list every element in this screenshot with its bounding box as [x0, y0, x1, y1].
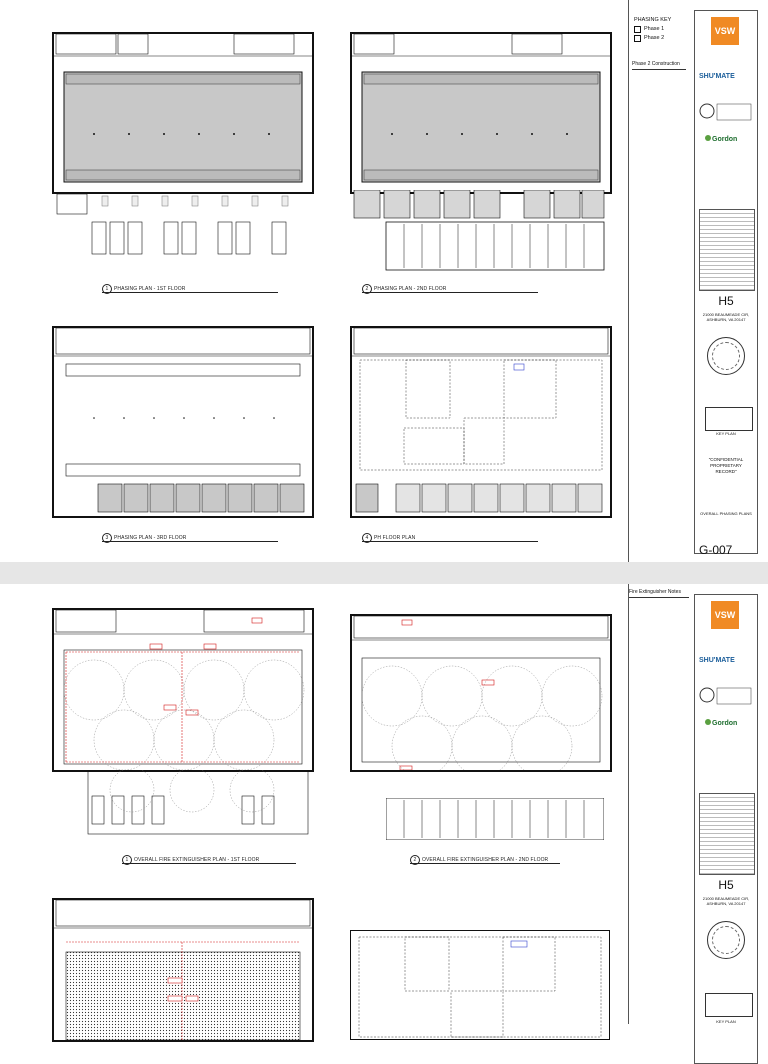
plan-number: 2 — [362, 284, 372, 294]
phase-2-label: Phase 2 — [644, 35, 665, 41]
plan-title-underline — [362, 292, 538, 293]
plan-2nd-floor[interactable] — [350, 32, 612, 194]
fire-plan-1st-floor[interactable] — [52, 608, 314, 772]
phase-1-swatch — [634, 26, 641, 33]
fire-plan-ph-floor[interactable] — [350, 930, 610, 1040]
plan-2nd-floor-linework — [352, 34, 610, 183]
phasing-key-item-phase-2: Phase 2 — [634, 34, 671, 43]
plan-number: 1 — [122, 855, 132, 865]
key-plan-label: KEY PLAN — [716, 431, 736, 436]
confidential-line-2: PROPRIETARY — [710, 463, 742, 468]
phase-2-swatch — [634, 35, 641, 42]
fire-plan-2nd-floor-linework — [352, 616, 610, 770]
fire-generator-yard — [87, 770, 309, 835]
fire-plan-3rd-floor[interactable] — [52, 898, 314, 1042]
gordon-logo-text: Gordon — [712, 720, 738, 727]
gordon-leaf-icon — [705, 719, 711, 725]
project-name: H5 — [718, 878, 734, 892]
generator-yard-1 — [56, 193, 289, 255]
fire-plan-2nd-floor[interactable] — [350, 614, 612, 772]
plan-title-underline — [122, 863, 296, 864]
plan-1st-floor-linework — [54, 34, 312, 183]
revision-table — [699, 209, 755, 291]
plan-title-underline — [410, 863, 560, 864]
gordon-logo: Gordon — [705, 135, 737, 143]
engineers-logo-icon — [699, 687, 752, 705]
confidential-line-3: RECORD" — [715, 469, 737, 474]
plan-ph-floor-linework — [352, 328, 610, 513]
phasing-key: PHASING KEY Phase 1 Phase 2 — [634, 16, 671, 43]
engineer-seal — [707, 921, 745, 959]
plan-1st-floor[interactable] — [52, 32, 314, 194]
gordon-logo: Gordon — [705, 719, 737, 727]
key-plan-label: KEY PLAN — [716, 1019, 736, 1024]
plan-title-text: PHASING PLAN - 2ND FLOOR — [374, 286, 447, 292]
title-block: VSW SHU'MATE Gordon H5 21000 BEAUMEADE C… — [694, 594, 758, 1064]
plan-3rd-floor-linework — [54, 328, 312, 513]
fire-plan-3rd-floor-linework — [54, 900, 312, 1040]
gordon-logo-text: Gordon — [712, 136, 738, 143]
title-block: VSW SHU'MATE Gordon H5 21000 BEAUMEADE C… — [694, 10, 758, 557]
key-plan-diagram — [705, 407, 753, 431]
phase-2-underline — [632, 69, 686, 70]
shumate-logo: SHU'MATE — [699, 73, 735, 80]
sheet-number: G-007 — [699, 543, 733, 557]
plan-3rd-floor[interactable] — [52, 326, 314, 518]
engineers-logo-icon — [699, 103, 752, 121]
phase-2-construction-label: Phase 2 Construction — [632, 61, 680, 67]
plan-title-underline — [362, 541, 538, 542]
project-address-line-2: ASHBURN, VA 20147 — [706, 901, 746, 906]
plan-number: 1 — [102, 284, 112, 294]
fire-second-floor-rooms — [386, 798, 604, 840]
phasing-key-title: PHASING KEY — [634, 17, 672, 23]
revision-table — [699, 793, 755, 875]
second-floor-electrical-rooms — [353, 190, 605, 271]
fire-extinguisher-notes-title: Fire Extinguisher Notes — [629, 589, 681, 595]
plan-number: 2 — [410, 855, 420, 865]
plan-title-underline — [102, 292, 278, 293]
phase-1-label: Phase 1 — [644, 26, 665, 32]
plan-number: 3 — [102, 533, 112, 543]
plan-ph-floor[interactable] — [350, 326, 612, 518]
phasing-key-item-phase-1: Phase 1 — [634, 25, 671, 34]
shumate-logo: SHU'MATE — [699, 657, 735, 664]
plan-title-text: OVERALL FIRE EXTINGUISHER PLAN - 1ST FLO… — [134, 857, 260, 863]
plan-title-text: OVERALL FIRE EXTINGUISHER PLAN - 2ND FLO… — [422, 857, 549, 863]
sheet-separator — [0, 562, 768, 584]
plan-title-underline — [102, 541, 278, 542]
project-address-line-1: 21000 BEAUMEADE CIR, — [702, 312, 750, 317]
gordon-leaf-icon — [705, 135, 711, 141]
project-address-line-1: 21000 BEAUMEADE CIR, — [702, 896, 750, 901]
engineer-seal — [707, 337, 745, 375]
key-plan-diagram — [705, 993, 753, 1017]
fire-plan-1st-floor-linework — [54, 610, 312, 770]
confidential-line-1: "CONFIDENTIAL — [708, 457, 744, 462]
sheet-name: OVERALL PHASING PLANS — [700, 511, 752, 516]
fire-plan-ph-linework — [358, 936, 602, 1038]
plan-title-text: PHASING PLAN - 1ST FLOOR — [114, 286, 186, 292]
plan-number: 4 — [362, 533, 372, 543]
notes-underline — [629, 597, 689, 598]
plan-title-text: PHASING PLAN - 3RD FLOOR — [114, 535, 187, 541]
vsw-logo: VSW — [711, 601, 739, 629]
project-address-line-2: ASHBURN, VA 20147 — [706, 317, 746, 322]
vsw-logo: VSW — [711, 17, 739, 45]
project-name: H5 — [718, 294, 734, 308]
plan-title-text: PH FLOOR PLAN — [374, 535, 416, 541]
